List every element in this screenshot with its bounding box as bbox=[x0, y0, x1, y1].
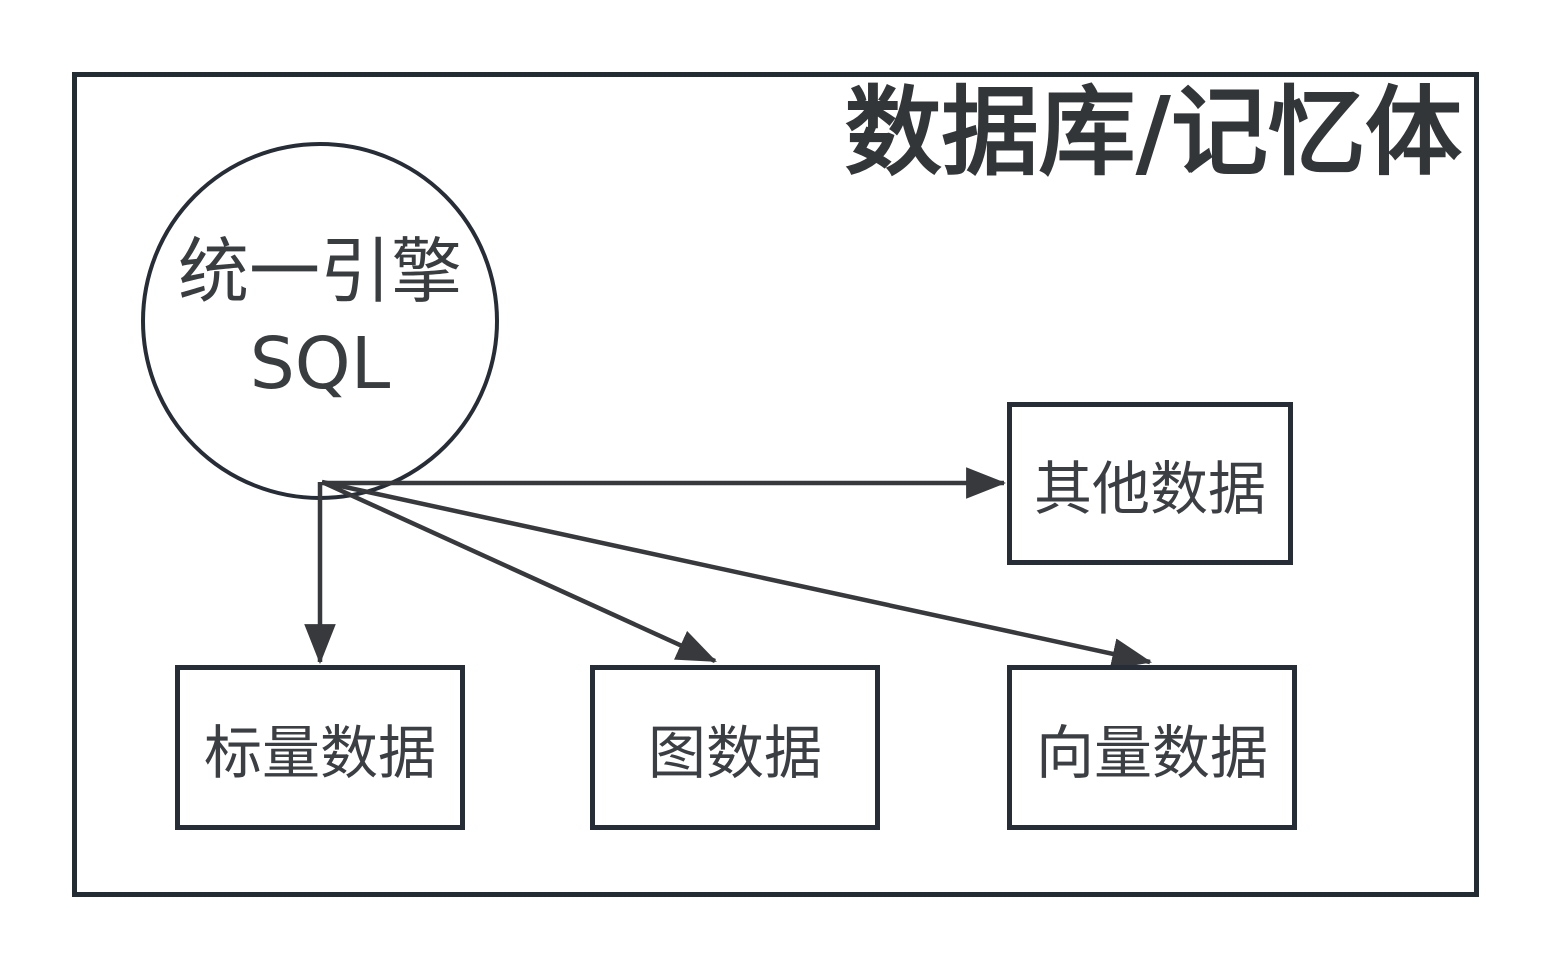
node-scalar-data-label: 标量数据 bbox=[203, 718, 436, 787]
outer-frame bbox=[72, 72, 1479, 897]
diagram-title: 数据库/记忆体 bbox=[844, 76, 1462, 189]
node-vector-data-label: 向量数据 bbox=[1035, 718, 1268, 787]
node-vector-data: 向量数据 bbox=[1007, 665, 1297, 830]
node-other-data: 其他数据 bbox=[1007, 402, 1293, 565]
engine-label-line2: SQL bbox=[249, 322, 391, 405]
arrow-engine-to-vector bbox=[321, 479, 1153, 670]
node-graph-data: 图数据 bbox=[590, 665, 880, 830]
engine-node-label: 统一引擎 SQL bbox=[142, 142, 498, 494]
node-graph-data-label: 图数据 bbox=[647, 718, 822, 787]
node-scalar-data: 标量数据 bbox=[175, 665, 465, 830]
arrow-engine-to-graph bbox=[321, 479, 717, 664]
engine-label-line1: 统一引擎 bbox=[177, 230, 462, 314]
node-other-data-label: 其他数据 bbox=[1033, 454, 1266, 523]
